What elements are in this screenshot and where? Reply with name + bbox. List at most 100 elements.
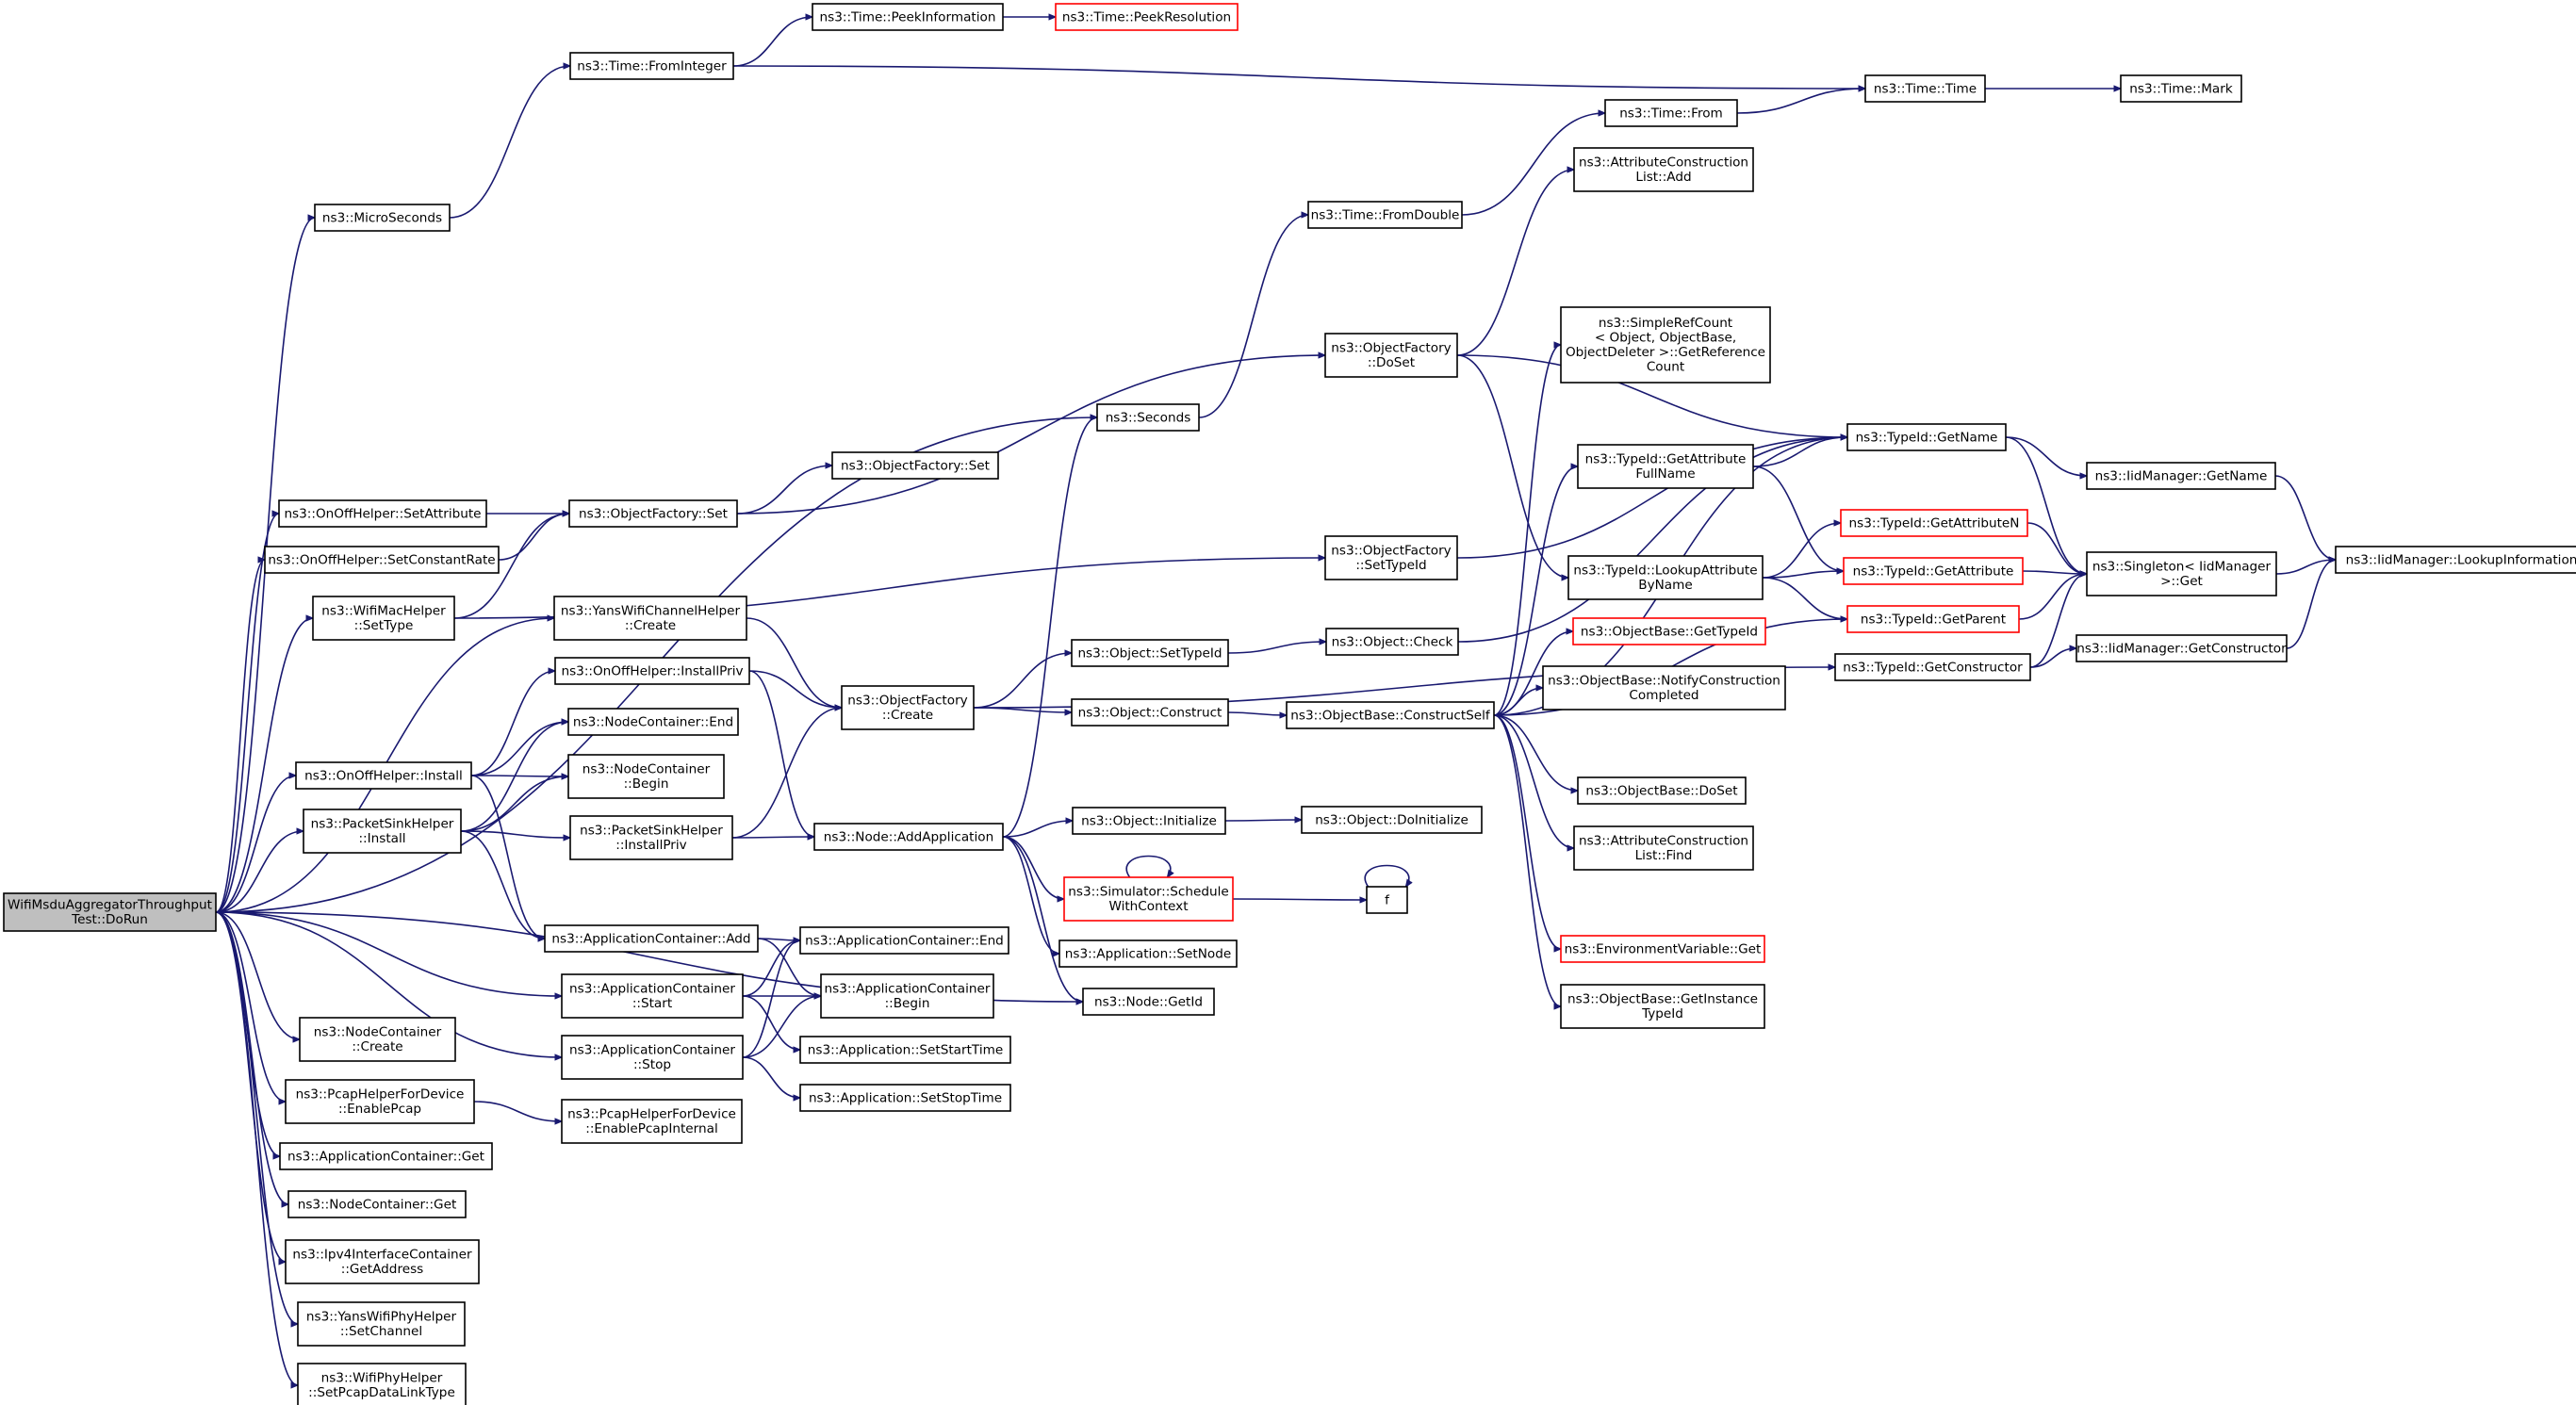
graph-node-pcapenableint[interactable]: ns3::PcapHelperForDevice::EnablePcapInte… — [561, 1099, 743, 1144]
node-box — [799, 926, 1009, 955]
edge-layer — [215, 17, 2336, 1385]
edge-line — [473, 1101, 562, 1121]
graph-node-appcontend[interactable]: ns3::ApplicationContainer::End — [799, 926, 1009, 955]
graph-node-f[interactable]: f — [1366, 886, 1408, 914]
graph-node-simplerefcount[interactable]: ns3::SimpleRefCount< Object, ObjectBase,… — [1560, 306, 1771, 384]
graph-node-peekres[interactable]: ns3::Time::PeekResolution — [1055, 3, 1239, 31]
edge-line — [1762, 571, 1844, 579]
edge-onoffinstall-to-appcontadd — [470, 775, 545, 939]
edge-root-to-onoffsetrate — [215, 560, 265, 913]
graph-node-nodecontbegin[interactable]: ns3::NodeContainer::Begin — [567, 754, 725, 799]
graph-node-objbasegettypeid[interactable]: ns3::ObjectBase::GetTypeId — [1572, 617, 1766, 645]
edge-pktsinkinstall-to-pktsinkinstallpriv — [460, 830, 570, 838]
graph-node-onoffinstall[interactable]: ns3::OnOffHelper::Install — [295, 761, 472, 790]
graph-node-ipv4getaddr[interactable]: ns3::Ipv4InterfaceContainer::GetAddress — [285, 1239, 480, 1284]
graph-node-singletonget[interactable]: ns3::Singleton< IidManager>::Get — [2086, 551, 2277, 596]
node-box — [1063, 876, 1234, 922]
edge-line — [1762, 577, 1847, 619]
graph-node-notifyconstr[interactable]: ns3::ObjectBase::NotifyConstructionCompl… — [1542, 665, 1786, 711]
graph-node-peekinfo[interactable]: ns3::Time::PeekInformation — [812, 3, 1004, 31]
edge-getattrfullname-to-getattribute — [1752, 466, 1844, 571]
graph-node-pcapenable[interactable]: ns3::PcapHelperForDevice::EnablePcap — [285, 1079, 475, 1124]
graph-node-wifimacsettype[interactable]: ns3::WifiMacHelper::SetType — [312, 596, 455, 641]
graph-node-timetime[interactable]: ns3::Time::Time — [1864, 74, 1986, 103]
graph-node-getattrn[interactable]: ns3::TypeId::GetAttributeN — [1840, 509, 2028, 537]
graph-node-appcontstop[interactable]: ns3::ApplicationContainer::Stop — [561, 1035, 744, 1080]
graph-node-nodeaddapp[interactable]: ns3::Node::AddApplication — [813, 823, 1004, 851]
graph-node-iidgetconstructor[interactable]: ns3::IidManager::GetConstructor — [2076, 634, 2288, 662]
node-label: ns3::ObjectBase::ConstructSelf — [1290, 708, 1491, 723]
graph-node-objconstruct[interactable]: ns3::Object::Construct — [1071, 698, 1229, 727]
graph-node-ofset[interactable]: ns3::ObjectFactory::Set — [568, 499, 738, 528]
edge-ofdoset-to-attrconstradd — [1456, 170, 1574, 356]
graph-node-appcontget[interactable]: ns3::ApplicationContainer::Get — [279, 1142, 493, 1170]
graph-node-onoffsetattr[interactable]: ns3::OnOffHelper::SetAttribute — [278, 499, 487, 528]
graph-node-nodecontget[interactable]: ns3::NodeContainer::Get — [287, 1190, 467, 1218]
graph-node-timefrom[interactable]: ns3::Time::From — [1604, 99, 1738, 127]
node-box — [831, 451, 999, 480]
graph-node-seconds[interactable]: ns3::Seconds — [1096, 403, 1200, 432]
graph-node-timemark[interactable]: ns3::Time::Mark — [2120, 74, 2242, 103]
edge-line — [1002, 836, 1083, 1002]
graph-node-ofdoset[interactable]: ns3::ObjectFactory::DoSet — [1324, 333, 1458, 378]
node-label: f — [1385, 892, 1390, 907]
graph-node-objsettypeid[interactable]: ns3::Object::SetTypeId — [1071, 639, 1229, 667]
graph-node-nodecontcreate[interactable]: ns3::NodeContainer::Create — [299, 1017, 456, 1062]
graph-node-getattribute[interactable]: ns3::TypeId::GetAttribute — [1843, 557, 2024, 585]
graph-node-appsetstarttime[interactable]: ns3::Application::SetStartTime — [799, 1036, 1011, 1064]
graph-node-appsetstoptime[interactable]: ns3::Application::SetStopTime — [799, 1084, 1011, 1112]
node-label: ns3::ObjectFactory — [1331, 544, 1451, 559]
graph-node-appcontstart[interactable]: ns3::ApplicationContainer::Start — [561, 973, 744, 1019]
graph-node-objchecks[interactable]: ns3::Object::Check — [1325, 628, 1459, 656]
node-box — [813, 823, 1004, 851]
graph-node-lookupinfo[interactable]: ns3::IidManager::LookupInformation — [2335, 546, 2576, 574]
graph-node-typeidgetname[interactable]: ns3::TypeId::GetName — [1846, 423, 2007, 451]
graph-node-yanschcreate[interactable]: ns3::YansWifiChannelHelper::Create — [553, 596, 747, 641]
graph-node-fromdouble[interactable]: ns3::Time::FromDouble — [1307, 201, 1463, 229]
edge-line — [215, 911, 298, 1385]
edge-line — [215, 618, 313, 913]
graph-node-getconstructor[interactable]: ns3::TypeId::GetConstructor — [1834, 653, 2031, 681]
edge-root-to-appcontstop — [215, 911, 562, 1057]
graph-node-onoffsetrate[interactable]: ns3::OnOffHelper::SetConstantRate — [264, 546, 500, 574]
graph-node-ofsettypeid[interactable]: ns3::ObjectFactory::SetTypeId — [1324, 535, 1458, 580]
graph-node-getparent[interactable]: ns3::TypeId::GetParent — [1846, 605, 2020, 633]
node-box — [1071, 698, 1229, 727]
graph-node-yansphysetch[interactable]: ns3::YansWifiPhyHelper::SetChannel — [297, 1301, 466, 1347]
graph-node-appsetnode[interactable]: ns3::Application::SetNode — [1058, 939, 1238, 968]
graph-node-appcontbegin[interactable]: ns3::ApplicationContainer::Begin — [820, 973, 994, 1019]
graph-node-pktsinkinstallpriv[interactable]: ns3::PacketSinkHelper::InstallPriv — [569, 815, 733, 860]
graph-node-constructself[interactable]: ns3::ObjectBase::ConstructSelf — [1286, 701, 1495, 729]
graph-node-objbasedoset[interactable]: ns3::ObjectBase::DoSet — [1577, 776, 1747, 805]
node-label: ns3::Seconds — [1106, 410, 1191, 425]
graph-node-objdoinitialize[interactable]: ns3::Object::DoInitialize — [1301, 806, 1483, 834]
graph-node-wifiphypcap[interactable]: ns3::WifiPhyHelper::SetPcapDataLinkType — [297, 1363, 467, 1405]
graph-node-nodegetid[interactable]: ns3::Node::GetId — [1082, 988, 1215, 1016]
graph-node-iidgetname[interactable]: ns3::IidManager::GetName — [2086, 462, 2276, 490]
node-box — [1567, 555, 1764, 600]
node-box — [820, 973, 994, 1019]
edge-lookupattr-to-getparent — [1762, 577, 1847, 619]
graph-node-ofset2[interactable]: ns3::ObjectFactory::Set — [831, 451, 999, 480]
graph-node-nodecontend[interactable]: ns3::NodeContainer::End — [567, 708, 739, 736]
edge-root-to-onoffsetattr — [215, 514, 279, 913]
edge-root-to-wifiphypcap — [215, 911, 298, 1385]
graph-node-appcontadd[interactable]: ns3::ApplicationContainer::Add — [544, 924, 759, 953]
edge-root-to-pcapenable — [215, 911, 286, 1102]
graph-node-ofcreate[interactable]: ns3::ObjectFactory::Create — [841, 685, 975, 730]
graph-node-fromint[interactable]: ns3::Time::FromInteger — [569, 52, 734, 80]
node-box — [278, 499, 487, 528]
graph-node-microseconds[interactable]: ns3::MicroSeconds — [314, 204, 451, 232]
node-label: ns3::YansWifiPhyHelper — [306, 1310, 457, 1325]
graph-node-envvarget[interactable]: ns3::EnvironmentVariable::Get — [1560, 935, 1765, 963]
graph-node-pktsinkinstall[interactable]: ns3::PacketSinkHelper::Install — [303, 809, 462, 854]
graph-node-onoffinstallpriv[interactable]: ns3::OnOffHelper::InstallPriv — [554, 657, 750, 685]
graph-node-objinitialize[interactable]: ns3::Object::Initialize — [1072, 807, 1226, 835]
